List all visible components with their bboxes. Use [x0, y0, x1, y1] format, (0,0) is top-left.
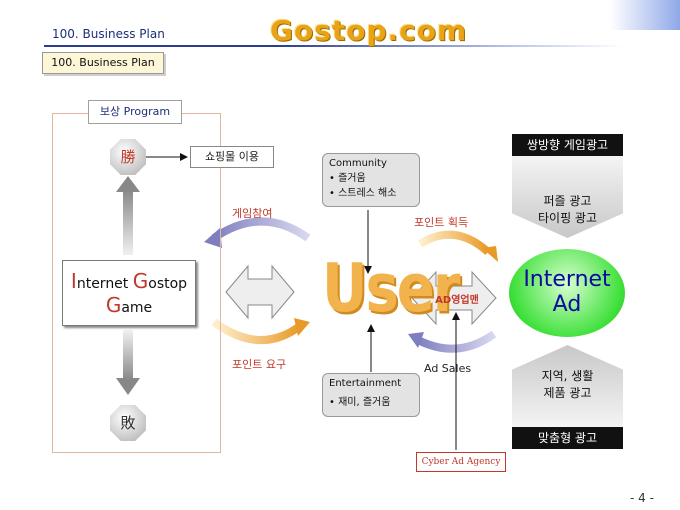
page-number: - 4 -: [630, 491, 654, 505]
bottom-ad-item: 제품 광고: [543, 386, 592, 400]
participate-label: 게임참여: [232, 207, 273, 220]
double-arrow-right: [411, 270, 497, 326]
top-ad-item: 타이핑 광고: [537, 211, 597, 225]
game-cap-i: I: [70, 269, 77, 293]
internet-ad-line1: Internet: [523, 267, 611, 292]
game-title-line2: Game: [63, 293, 195, 317]
arrow-down-to-lose: [116, 330, 140, 395]
header-divider: [44, 45, 624, 47]
top-ad-item: 퍼즐 광고: [543, 194, 592, 208]
entertainment-item: • 재미, 즐거움: [329, 397, 391, 408]
game-text-ostop: ostop: [148, 276, 188, 292]
community-title: Community: [329, 158, 387, 169]
reward-program-label: 보상 Program: [88, 100, 182, 124]
participate-arrow: [211, 217, 311, 242]
win-octagon: 勝: [110, 139, 146, 175]
double-arrow-left: [225, 264, 295, 320]
game-text-nternet: nternet: [76, 276, 133, 292]
internet-ad-line2: Ad: [552, 292, 582, 317]
lose-octagon: 敗: [110, 405, 146, 441]
entertainment-box: Entertainment • 재미, 즐거움: [322, 373, 420, 417]
corner-decoration: [610, 0, 680, 30]
point-get-label: 포인트 획득: [414, 216, 469, 229]
ad-sales-rep-label: AD영업맨: [435, 295, 479, 306]
point-get-arrow: [417, 230, 491, 256]
community-box: Community • 즐거움 • 스트레스 해소: [322, 153, 420, 207]
point-request-arrow: [211, 318, 303, 345]
bottom-ad-item: 지역, 생활: [541, 369, 594, 383]
ad-sales-label: Ad Sales: [424, 362, 472, 375]
internet-ad-circle: Internet Ad: [509, 249, 625, 337]
gostop-logo: Gostop.com: [270, 14, 468, 47]
internet-gostop-game-box: Internet Gostop Game: [62, 260, 196, 326]
ad-return-arrow: [416, 330, 497, 353]
header-title: 100. Business Plan: [52, 27, 165, 41]
game-cap-g2: G: [105, 293, 122, 317]
subtitle-box: 100. Business Plan: [42, 52, 164, 74]
shopping-mall-box: 쇼핑몰 이용: [190, 146, 274, 168]
entertainment-title: Entertainment: [329, 378, 402, 389]
custom-ad-label: 맞춤형 광고: [512, 427, 623, 449]
community-item: • 스트레스 해소: [329, 188, 397, 199]
point-request-label: 포인트 요구: [232, 358, 287, 371]
arrow-up-to-win: [116, 176, 140, 255]
user-label: User: [322, 250, 460, 328]
community-item: • 즐거움: [329, 173, 366, 184]
game-title-line1: Internet Gostop: [63, 269, 195, 293]
interactive-game-ad-label: 쌍방향 게임광고: [512, 134, 623, 156]
game-cap-g1: G: [132, 269, 149, 293]
cyber-ad-agency-box: Cyber Ad Agency: [416, 452, 506, 472]
game-text-ame: ame: [121, 300, 153, 316]
